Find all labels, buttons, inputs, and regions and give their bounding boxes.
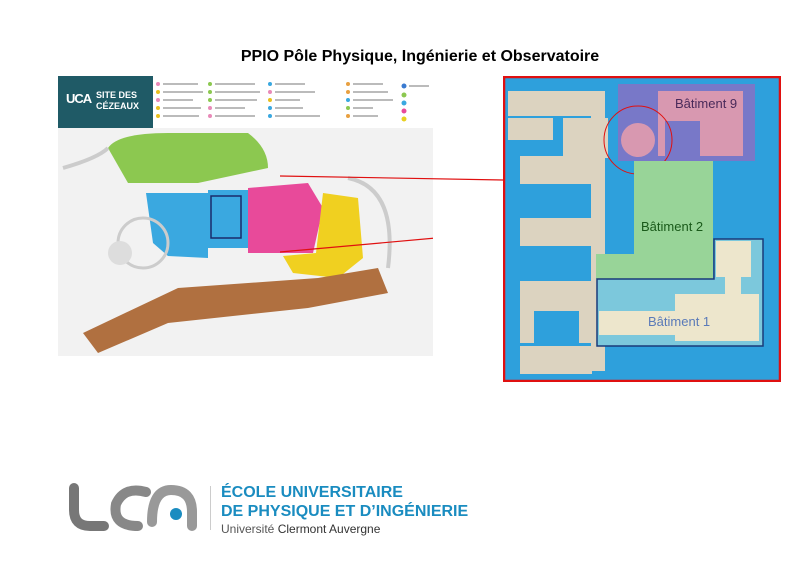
logo-divider: [210, 486, 211, 530]
university-prefix: Université: [221, 522, 278, 536]
building-zoom-panel: Bâtiment 9 Bâtiment 2 Bâtiment 1: [502, 75, 782, 383]
site-label: SITE DES CÉZEAUX: [96, 90, 140, 111]
university-name: Université Clermont Auvergne: [221, 522, 380, 536]
ppio-highlight-box: [210, 195, 242, 239]
map-drawing: [62, 133, 433, 353]
label-batiment-9: Bâtiment 9: [675, 96, 738, 111]
zone-north: [108, 133, 268, 183]
school-name-line1: ÉCOLE UNIVERSITAIRE: [221, 484, 403, 501]
zone-west: [146, 193, 208, 258]
uca-logo: UCA: [66, 91, 92, 106]
label-batiment-1: Bâtiment 1: [648, 314, 711, 329]
uca-logo-icon: [69, 483, 197, 531]
school-name: ÉCOLE UNIVERSITAIRE DE PHYSIQUE ET D’ING…: [221, 483, 468, 521]
campus-map: UCA SITE DES CÉZEAUX: [58, 76, 433, 356]
map-legend-header: UCA SITE DES CÉZEAUX: [58, 76, 153, 128]
zone-south: [83, 268, 388, 353]
zone-ppio: [208, 190, 248, 248]
page-title: PPIO Pôle Physique, Ingénierie et Observ…: [240, 48, 600, 65]
map-legend: UCA SITE DES CÉZEAUX: [58, 76, 433, 128]
university-name-main: Clermont Auvergne: [277, 522, 381, 536]
zoom-connector-line: [279, 237, 433, 253]
school-name-line2: DE PHYSIQUE ET D’INGÉNIERIE: [221, 503, 469, 520]
zone-east: [283, 193, 363, 278]
zone-center: [248, 183, 323, 253]
legend-items: [156, 82, 429, 122]
label-batiment-2: Bâtiment 2: [641, 219, 704, 234]
